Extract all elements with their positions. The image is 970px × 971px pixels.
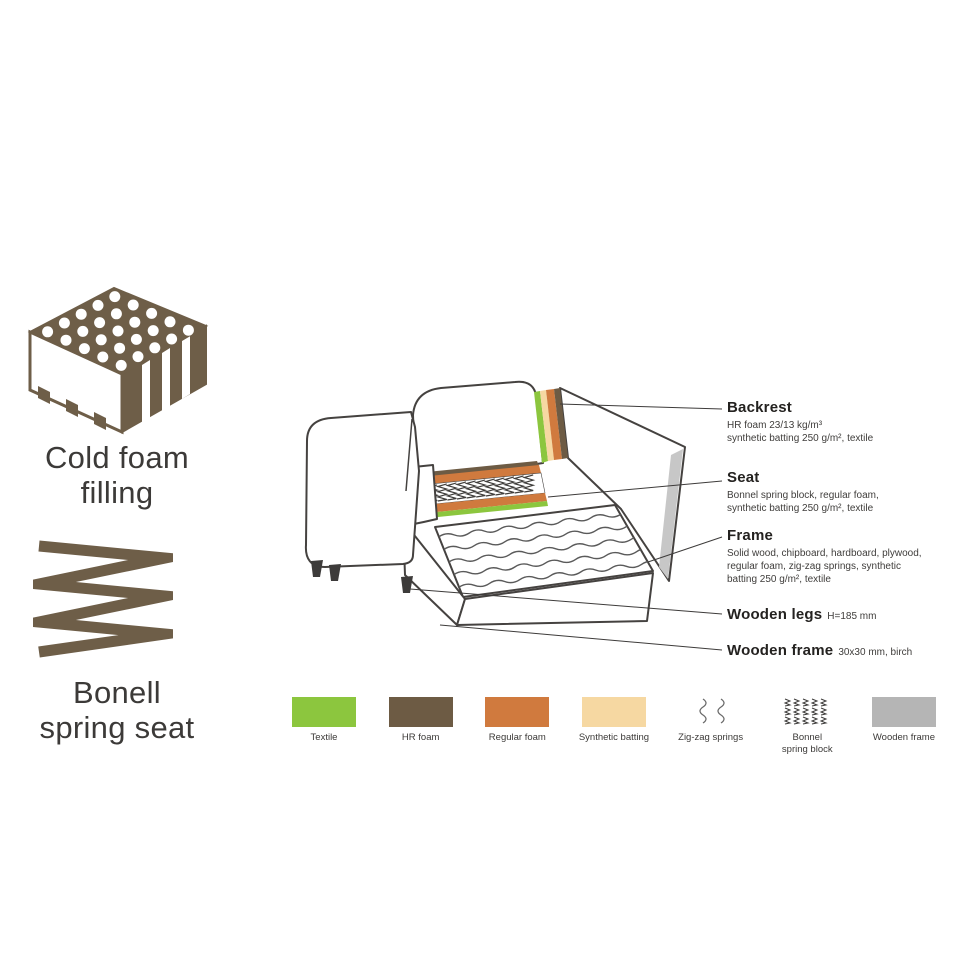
seat-label: Seat bbox=[727, 469, 760, 486]
wooden-legs-detail: H=185 mm bbox=[827, 611, 877, 622]
legend-item-wooden-frame: Wooden frame bbox=[857, 697, 951, 756]
regular-foam-swatch bbox=[485, 697, 550, 727]
frame-desc: Solid wood, chipboard, hardboard, plywoo… bbox=[727, 548, 922, 586]
wooden-legs-label: Wooden legs bbox=[727, 606, 823, 623]
sofa-cutaway-illustration bbox=[304, 380, 686, 626]
legend-item-zigzag-springs: Zig-zag springs bbox=[664, 697, 758, 756]
sofa-zigzag-deck bbox=[434, 504, 654, 598]
cold-foam-block bbox=[27, 286, 209, 435]
hr-foam-swatch bbox=[388, 697, 453, 727]
cold-foam-illustration bbox=[27, 286, 209, 435]
legend-item-textile: Textile bbox=[277, 697, 371, 756]
synthetic-batting-swatch bbox=[581, 697, 646, 727]
sofa-legs bbox=[311, 560, 413, 593]
backrest-desc: HR foam 23/13 kg/m³ synthetic batting 25… bbox=[727, 420, 874, 445]
materials-legend: Textile HR foam Regular foam Synthetic b… bbox=[277, 697, 951, 756]
callout-backrest: Backrest HR foam 23/13 kg/m³ synthetic b… bbox=[727, 399, 962, 445]
frame-callout-line bbox=[647, 536, 723, 563]
bonell-spring-illustration bbox=[33, 540, 173, 658]
backrest-callout-line bbox=[559, 403, 723, 410]
legend-label: Wooden frame bbox=[872, 732, 935, 743]
textile-swatch bbox=[292, 697, 356, 727]
backrest-cut-layers bbox=[534, 388, 568, 463]
wooden-frame-label: Wooden frame bbox=[727, 642, 834, 659]
legend-label: Textile bbox=[310, 732, 338, 743]
callout-wooden-legs: Wooden legs H=185 mm bbox=[727, 606, 962, 623]
legend-label: Bonnel spring block bbox=[781, 732, 833, 755]
legend-item-synthetic-batting: Synthetic batting bbox=[567, 697, 661, 756]
legend-item-bonnel: Bonnel spring block bbox=[760, 697, 854, 756]
bonnel-spring-block-icon bbox=[775, 697, 839, 727]
callout-seat: Seat Bonnel spring block, regular foam, … bbox=[727, 469, 962, 515]
wooden-frame-swatch bbox=[871, 697, 936, 727]
zigzag-springs-icon bbox=[679, 697, 743, 727]
cold-foam-title: Cold foam filling bbox=[45, 440, 189, 510]
sofa-armrest bbox=[304, 411, 420, 568]
wooden-legs-callout-line bbox=[409, 588, 723, 615]
wooden-frame-callout-line bbox=[439, 624, 723, 651]
seat-desc: Bonnel spring block, regular foam, synth… bbox=[727, 490, 879, 515]
legend-item-regular-foam: Regular foam bbox=[470, 697, 564, 756]
frame-label: Frame bbox=[727, 527, 774, 544]
wooden-frame-detail: 30x30 mm, birch bbox=[838, 647, 913, 658]
legend-item-hr-foam: HR foam bbox=[374, 697, 468, 756]
bonell-title: Bonell spring seat bbox=[39, 675, 195, 745]
legend-label: Synthetic batting bbox=[578, 732, 650, 743]
sofa-base-frame bbox=[402, 520, 654, 626]
legend-label: Regular foam bbox=[488, 732, 546, 743]
legend-label: Zig-zag springs bbox=[678, 732, 744, 743]
legend-label: HR foam bbox=[401, 732, 440, 743]
callout-frame: Frame Solid wood, chipboard, hardboard, … bbox=[727, 527, 962, 587]
seat-callout-line bbox=[547, 480, 723, 498]
backrest-label: Backrest bbox=[727, 399, 792, 416]
sofa-back-panel bbox=[559, 387, 686, 582]
callout-wooden-frame: Wooden frame 30x30 mm, birch bbox=[727, 642, 962, 659]
